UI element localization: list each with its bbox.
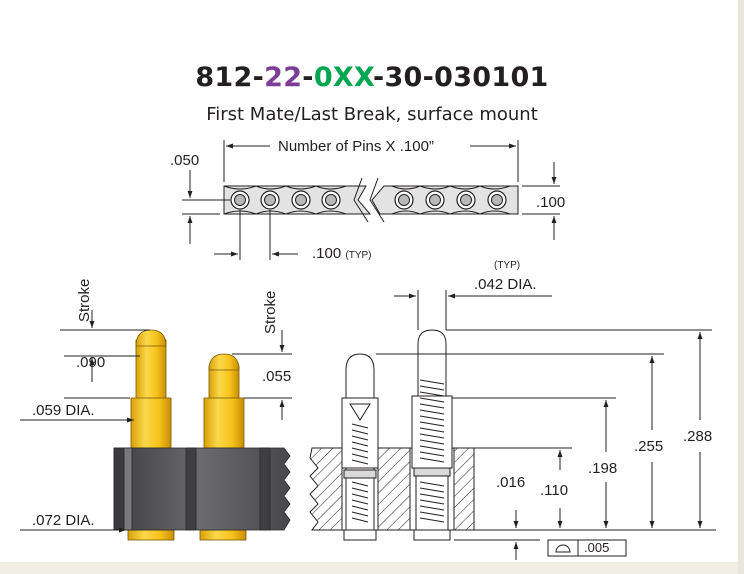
part-pitch: 22 (264, 62, 303, 93)
length-dimension-label: Number of Pins X .100” (278, 138, 434, 155)
width-100-label: .100 (536, 194, 566, 211)
pin-long (127, 329, 175, 541)
dim-198-label: .198 (588, 460, 618, 477)
page-right-edge (738, 0, 744, 574)
pitch-value: .100 (312, 245, 342, 262)
dia-059-label: .059 DIA. (32, 402, 95, 419)
insulator-body (113, 447, 291, 531)
dia-typ-label: (TYP) (494, 260, 521, 271)
dim-090-label: .090 (76, 354, 106, 371)
part-prefix: 812- (195, 62, 265, 93)
section-view (309, 290, 716, 560)
section-pin-short (341, 353, 379, 541)
strip-pins (230, 190, 507, 210)
dim-055-label: .055 (262, 368, 292, 385)
stroke-left-label: Stroke (76, 278, 93, 322)
stroke-right-label: Stroke (262, 290, 279, 334)
top-view-strip (182, 140, 560, 260)
dim-110-label: .110 (540, 482, 569, 499)
flatness-callout (547, 539, 627, 557)
dia-042-label: .042 DIA. (474, 276, 537, 293)
pitch-typ: (TYP) (345, 250, 372, 261)
dim-255-label: .255 (634, 438, 664, 455)
strip-break-lines (353, 177, 385, 223)
page-bottom-band (0, 562, 744, 574)
part-suffix: -30-030101 (372, 62, 549, 93)
section-pin-long (411, 329, 453, 541)
dim-016-label: .016 (496, 474, 526, 491)
pitch-dimension: .100 (TYP) (312, 245, 371, 262)
flatness-symbol-icon (555, 544, 571, 553)
part-number-title: 812-22-0XX-30-030101 (0, 62, 744, 93)
height-050-label: .050 (170, 152, 200, 169)
part-pin-count: 0XX (313, 62, 373, 93)
dia-072-label: .072 DIA. (32, 512, 95, 529)
part-subtitle: First Mate/Last Break, surface mount (206, 104, 538, 125)
flatness-tolerance-label: .005 (584, 540, 610, 555)
side-view (20, 310, 292, 541)
part-dash: - (302, 62, 314, 93)
dim-288-label: .288 (683, 428, 713, 445)
pin-short (199, 353, 247, 541)
